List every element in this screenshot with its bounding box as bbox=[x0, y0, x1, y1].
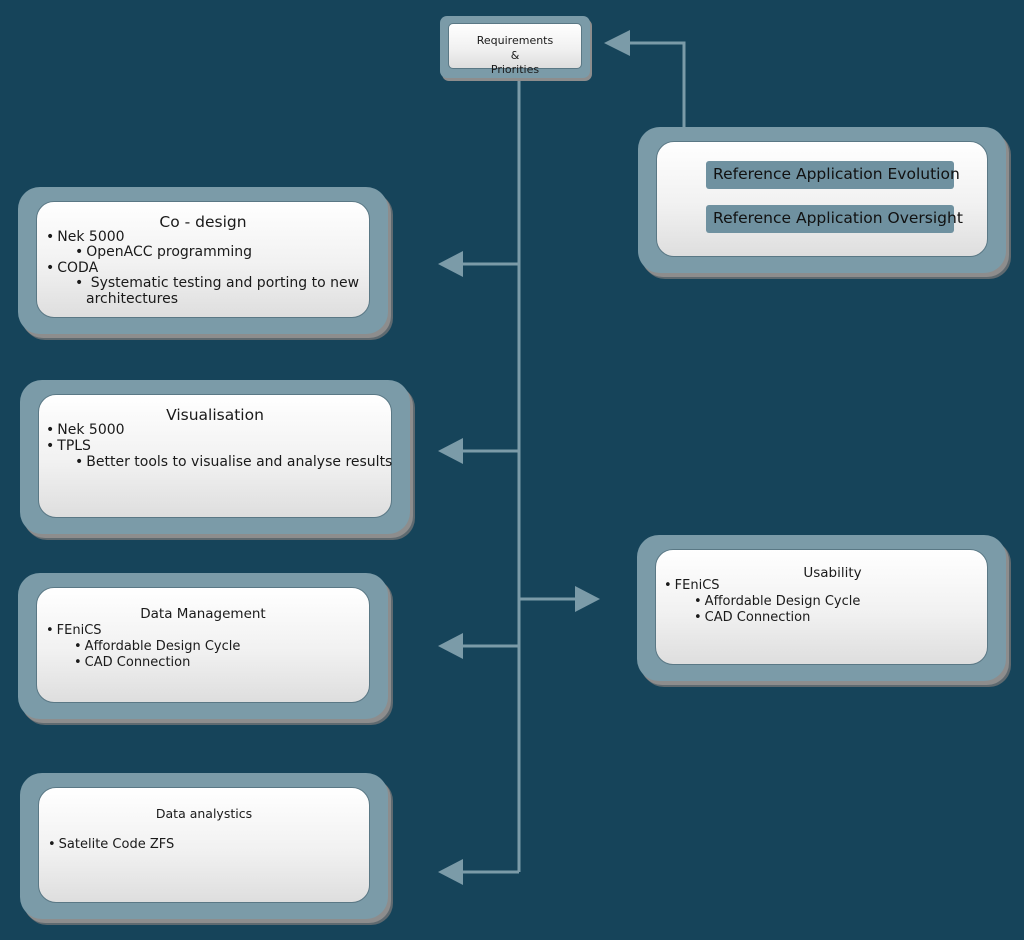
datamanagement-bullet-cad: CAD Connection bbox=[74, 655, 191, 670]
arrow-to-datamanagement bbox=[438, 633, 463, 659]
arrow-to-requirements bbox=[604, 30, 630, 56]
usability-panel: Usability FEniCS Affordable Design Cycle… bbox=[637, 535, 1006, 681]
visualisation-bullet-tpls: TPLS bbox=[46, 438, 91, 454]
usability-bullet-cad: CAD Connection bbox=[694, 610, 811, 625]
visualisation-bullet-tools: Better tools to visualise and analyse re… bbox=[75, 454, 392, 470]
dataanalytics-bullet-zfs: Satelite Code ZFS bbox=[48, 837, 175, 852]
visualisation-title: Visualisation bbox=[166, 406, 264, 424]
codesign-bullet-nek5000: Nek 5000 bbox=[46, 229, 124, 245]
codesign-panel: Co - design Nek 5000 OpenACC programming… bbox=[18, 187, 388, 334]
reference-application-evolution: Reference Application Evolution bbox=[706, 161, 960, 189]
datamanagement-title: Data Management bbox=[140, 606, 266, 622]
requirements-label: Requirements & Priorities bbox=[476, 34, 554, 76]
arrow-to-usability bbox=[575, 586, 600, 612]
codesign-bullet-coda: CODA bbox=[46, 260, 98, 276]
codesign-bullet-testing-cont: architectures bbox=[86, 291, 179, 307]
arrow-to-codesign bbox=[438, 251, 463, 277]
reference-application-panel: Reference Application Evolution Referenc… bbox=[638, 127, 1006, 273]
reference-application-oversight: Reference Application Oversight bbox=[706, 205, 963, 233]
requirements-box: Requirements & Priorities bbox=[440, 16, 590, 78]
arrow-to-dataanalytics bbox=[438, 859, 463, 885]
visualisation-panel: Visualisation Nek 5000 TPLS Better tools… bbox=[20, 380, 410, 534]
arrow-to-visualisation bbox=[438, 438, 463, 464]
datamanagement-panel: Data Management FEniCS Affordable Design… bbox=[18, 573, 388, 719]
datamanagement-bullet-design-cycle: Affordable Design Cycle bbox=[74, 639, 241, 654]
feedback-line bbox=[628, 41, 686, 127]
usability-bullet-fenics: FEniCS bbox=[664, 578, 720, 593]
usability-title: Usability bbox=[803, 565, 862, 581]
codesign-bullet-testing: Systematic testing and porting to new bbox=[75, 275, 359, 291]
dataanalytics-title: Data analystics bbox=[155, 806, 253, 821]
visualisation-bullet-nek5000: Nek 5000 bbox=[46, 422, 124, 438]
codesign-title: Co - design bbox=[159, 213, 247, 231]
dataanalytics-panel: Data analystics Satelite Code ZFS bbox=[20, 773, 388, 919]
datamanagement-bullet-fenics: FEniCS bbox=[46, 623, 102, 638]
codesign-bullet-openacc: OpenACC programming bbox=[75, 244, 252, 260]
usability-bullet-design-cycle: Affordable Design Cycle bbox=[694, 594, 861, 609]
